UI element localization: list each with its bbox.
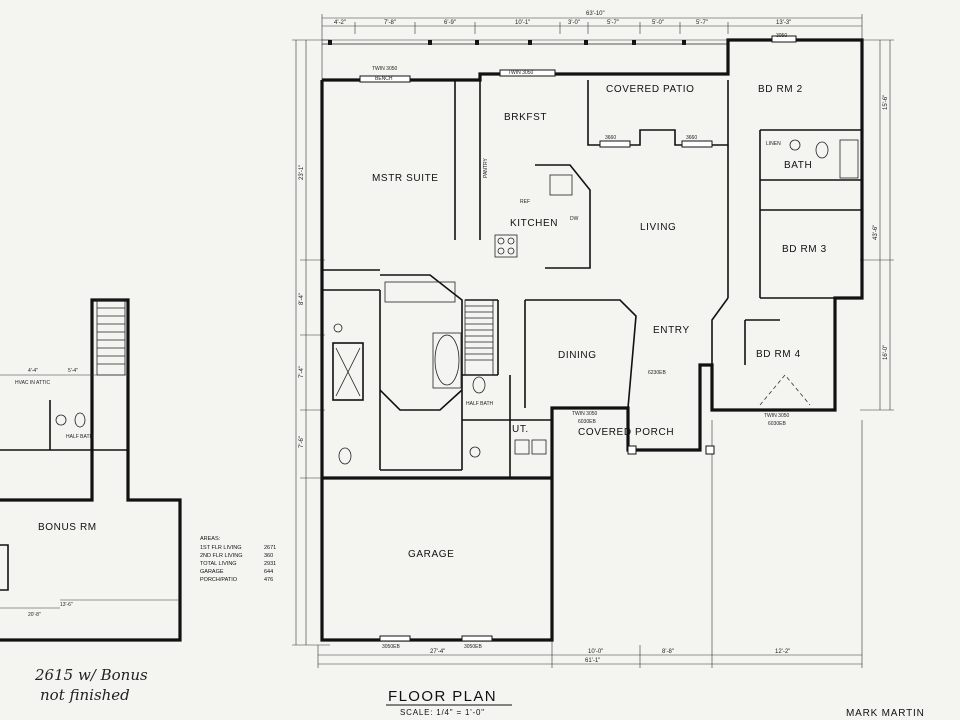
bonus-dim-3: 20'-8" bbox=[28, 612, 41, 618]
overall-bottom-dim: 61'-1" bbox=[585, 658, 600, 664]
room-master-suite: MSTR SUITE bbox=[372, 173, 439, 184]
areas-table: AREAS: 1ST FLR LIVING 2671 2ND FLR LIVIN… bbox=[200, 536, 276, 583]
window-label-twin-2: TWIN 3050 bbox=[508, 70, 534, 76]
areas-row-label: 2ND FLR LIVING bbox=[200, 553, 242, 559]
areas-row-value: 644 bbox=[264, 569, 273, 575]
top-dim-4: 10'-1" bbox=[515, 20, 530, 26]
bonus-dim-1: 4'-4" bbox=[28, 368, 38, 374]
top-windows bbox=[359, 35, 797, 148]
areas-row-value: 360 bbox=[264, 553, 273, 559]
top-dim-1: 4'-2" bbox=[334, 20, 346, 26]
bathtub bbox=[434, 334, 460, 386]
window-label-twin-1: TWIN 3050 bbox=[372, 66, 398, 72]
left-dim-4: 7'-6" bbox=[299, 436, 305, 448]
room-bonus-half-bath: HALF BATH bbox=[66, 434, 94, 440]
top-dim-7: 5'-0" bbox=[652, 20, 664, 26]
drawing-scale: SCALE: 1/4" = 1'-0" bbox=[400, 708, 485, 717]
toilet bbox=[338, 447, 352, 465]
bonus-dim-2: 5'-4" bbox=[68, 368, 78, 374]
room-bedroom-2: BD RM 2 bbox=[758, 84, 803, 95]
handwritten-note-line-2: not finished bbox=[40, 686, 130, 704]
window-label-patio-r: 3660 bbox=[686, 135, 697, 141]
right-dim-1: 15'-6" bbox=[883, 95, 889, 110]
bonus-dim-4: 13'-6" bbox=[60, 602, 73, 608]
areas-row-label: GARAGE bbox=[200, 569, 224, 575]
dishwasher-label: DW bbox=[570, 216, 579, 222]
bottom-dim-1: 27'-4" bbox=[430, 649, 445, 655]
fixtures bbox=[55, 139, 859, 465]
room-living: LIVING bbox=[640, 222, 676, 233]
drawing-title: FLOOR PLAN bbox=[388, 688, 497, 705]
patio-posts bbox=[322, 40, 728, 45]
window-label-bd2: 3050 bbox=[776, 33, 787, 39]
handwritten-note-line-1: 2615 w/ Bonus bbox=[34, 666, 148, 684]
areas-row-value: 2931 bbox=[264, 561, 276, 567]
right-dim-2: 16'-0" bbox=[883, 345, 889, 360]
linen-label: LINEN bbox=[766, 141, 781, 147]
bottom-dimension-lines bbox=[317, 420, 863, 668]
room-entry: ENTRY bbox=[653, 325, 690, 336]
room-bedroom-4: BD RM 4 bbox=[756, 349, 801, 360]
window-label-bd4-twin: TWIN 3050 bbox=[764, 413, 790, 419]
room-breakfast: BRKFST bbox=[504, 112, 547, 123]
window-label-porch-twin: TWIN 3050 bbox=[572, 411, 598, 417]
top-dim-6: 5'-7" bbox=[607, 20, 619, 26]
window-label-garage-r: 3050EB bbox=[464, 644, 482, 650]
room-bath: BATH bbox=[784, 160, 812, 171]
bottom-dim-4: 12'-2" bbox=[775, 649, 790, 655]
top-dim-2: 7'-8" bbox=[384, 20, 396, 26]
top-dim-3: 6'-9" bbox=[444, 20, 456, 26]
window-label-entry-door: 6230EB bbox=[648, 370, 666, 376]
toilet bbox=[815, 141, 829, 159]
left-dimension-lines bbox=[292, 39, 330, 646]
hvac-note: HVAC IN ATTIC bbox=[15, 380, 50, 386]
porch-posts bbox=[627, 445, 715, 455]
window-label-garage-l: 3050EB bbox=[382, 644, 400, 650]
room-bonus: BONUS RM bbox=[38, 522, 97, 533]
bottom-dim-3: 8'-8" bbox=[662, 649, 674, 655]
window-label-bd4-door: 6030EB bbox=[768, 421, 786, 427]
room-dining: DINING bbox=[558, 350, 597, 361]
room-utility: UT. bbox=[512, 424, 529, 435]
refrigerator-label: REF bbox=[520, 199, 530, 205]
room-bedroom-3: BD RM 3 bbox=[782, 244, 827, 255]
left-dim-1: 23'-1" bbox=[299, 165, 305, 180]
right-dim-3: 43'-6" bbox=[873, 225, 879, 240]
pantry-label: PANTRY bbox=[483, 158, 489, 178]
window-label-patio-l: 3660 bbox=[605, 135, 616, 141]
bottom-dim-2: 10'-0" bbox=[588, 649, 603, 655]
room-garage: GARAGE bbox=[408, 549, 454, 560]
designer-name: MARK MARTIN bbox=[846, 708, 925, 719]
shower bbox=[332, 342, 364, 401]
areas-row-label: 1ST FLR LIVING bbox=[200, 545, 241, 551]
left-dim-3: 7'-4" bbox=[299, 366, 305, 378]
overall-top-dim: 63'-10" bbox=[586, 11, 605, 17]
left-dim-2: 8'-4" bbox=[299, 293, 305, 305]
window-label-porch-door: 6030EB bbox=[578, 419, 596, 425]
room-kitchen: KITCHEN bbox=[510, 218, 558, 229]
room-covered-patio: COVERED PATIO bbox=[606, 84, 695, 95]
room-covered-porch: COVERED PORCH bbox=[578, 427, 674, 438]
room-half-bath: HALF BATH bbox=[466, 401, 494, 407]
exterior-walls bbox=[320, 38, 864, 642]
garage-windows bbox=[379, 635, 493, 642]
stairs bbox=[464, 299, 494, 376]
bench-label: BENCH bbox=[375, 76, 393, 82]
bonus-room-walls bbox=[0, 298, 182, 642]
toilet bbox=[74, 412, 86, 428]
interior-walls bbox=[322, 80, 862, 478]
areas-row-value: 2671 bbox=[264, 545, 276, 551]
top-dim-9: 13'-3" bbox=[776, 20, 791, 26]
top-dim-8: 5'-7" bbox=[696, 20, 708, 26]
toilet bbox=[472, 376, 486, 394]
areas-header: AREAS: bbox=[200, 536, 221, 542]
right-dimension-lines bbox=[860, 39, 894, 411]
areas-row-value: 476 bbox=[264, 577, 273, 583]
areas-row-label: PORCH/PATIO bbox=[200, 577, 238, 583]
top-dim-5: 3'-0" bbox=[568, 20, 580, 26]
areas-row-label: TOTAL LIVING bbox=[200, 561, 237, 567]
